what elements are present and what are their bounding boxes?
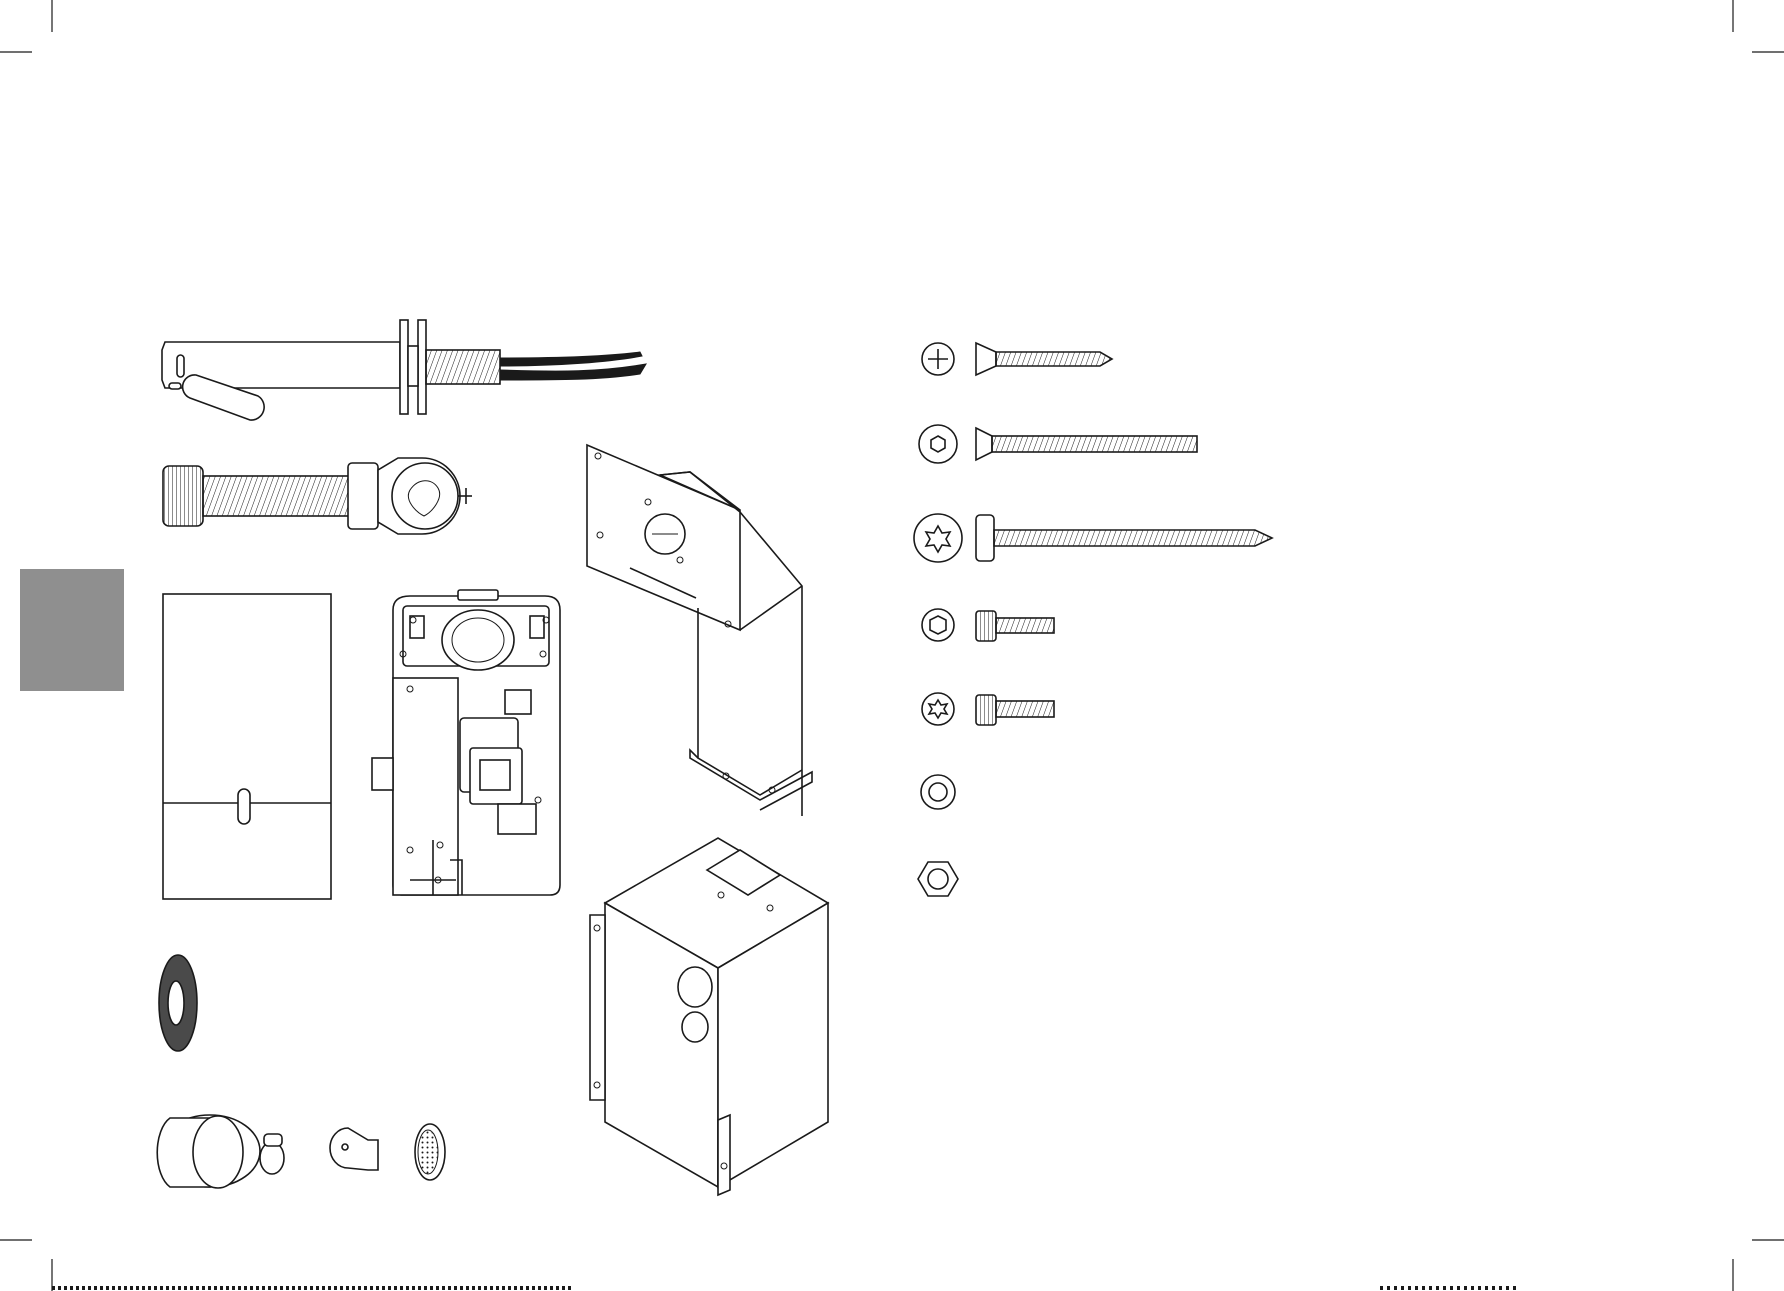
hose-clamp-icon xyxy=(260,1134,284,1174)
spout-with-cable-icon xyxy=(162,320,646,420)
print-registration-strip xyxy=(52,1286,572,1290)
hex-socket-icon xyxy=(919,425,957,463)
socket-cap-screw-icon xyxy=(976,695,1054,725)
phillips-head-icon xyxy=(922,343,954,375)
rubber-ring-gasket-icon xyxy=(159,955,197,1051)
aerator-insert-icon xyxy=(415,1124,445,1180)
rosette-sleeve-icon xyxy=(157,1115,260,1188)
pan-wood-screw-icon xyxy=(976,515,1272,561)
cover-plate-with-slot-icon xyxy=(163,594,331,899)
hex-nut-icon xyxy=(918,862,958,896)
torx-head-icon xyxy=(914,514,962,562)
socket-cap-screw-icon xyxy=(976,611,1054,641)
concealed-mounting-box-icon xyxy=(590,838,828,1195)
special-key-icon xyxy=(330,1128,378,1170)
hex-socket-icon xyxy=(922,609,954,641)
countersunk-wood-screw-icon xyxy=(976,343,1112,375)
print-registration-strip xyxy=(1380,1286,1520,1290)
countersunk-machine-screw-icon xyxy=(976,428,1197,460)
electronic-control-housing-icon xyxy=(372,590,560,895)
angled-mounting-bracket-icon xyxy=(587,445,812,816)
corrugated-hose-with-coupling-icon xyxy=(163,458,472,534)
washer-icon xyxy=(921,775,955,809)
torx-head-icon xyxy=(922,693,954,725)
